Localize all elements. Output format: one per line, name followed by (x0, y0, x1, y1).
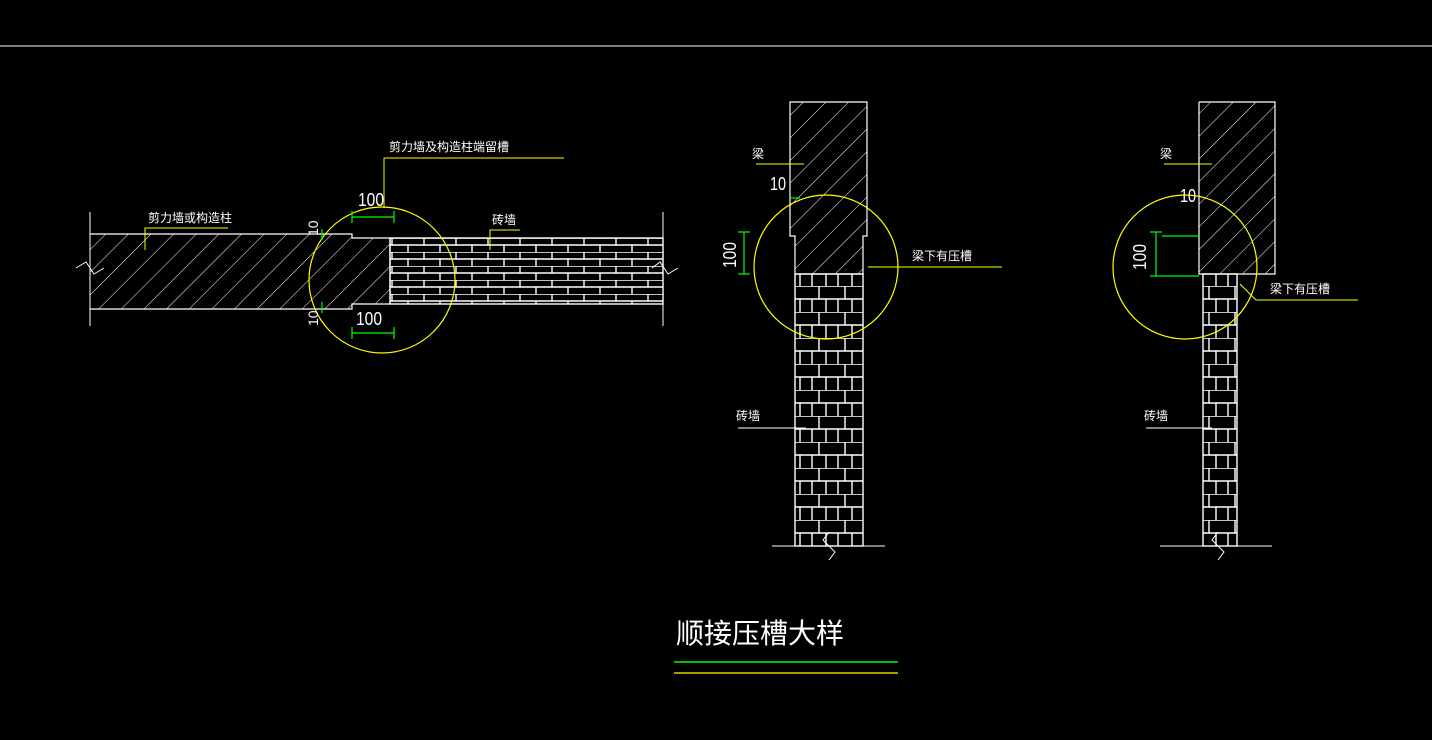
detail-1-leader-brick (489, 229, 520, 250)
detail-3-brick-wall (1202, 273, 1238, 547)
drawing-title: 顺接压槽大样 (676, 617, 844, 650)
detail-1-concrete-tongue (352, 238, 390, 304)
detail-1-break-symbol-right (651, 261, 679, 275)
detail-2-break-symbol (822, 531, 836, 561)
detail-2-label-beam: 梁 (752, 146, 764, 161)
detail-2-label-brick: 砖墙 (736, 408, 760, 423)
detail-3-dim-10-text: 10 (1180, 186, 1196, 206)
detail-1-dim-side-top-text: 10 (305, 220, 321, 236)
detail-2-dim-100-text: 100 (720, 242, 740, 268)
detail-3-detail-circle (1112, 194, 1258, 340)
detail-1-leader-column (144, 227, 228, 250)
detail-2-beam-section (790, 102, 867, 236)
detail-3-beam-section (1199, 102, 1275, 274)
detail-1-break-symbol-left (75, 261, 105, 275)
detail-1-detail-circle (308, 206, 456, 354)
detail-3-label-brick: 砖墙 (1144, 408, 1168, 423)
detail-2-beam-tongue (795, 236, 863, 274)
detail-3-label-groove: 梁下有压槽 (1270, 281, 1330, 296)
detail-3-label-beam: 梁 (1160, 146, 1172, 161)
detail-1-leader-groove (383, 157, 564, 208)
detail-1-label-brick: 砖墙 (492, 212, 516, 227)
detail-3-dim-100-text: 100 (1130, 244, 1150, 270)
detail-1-horizontal-joint: 剪力墙及构造柱端留槽 剪力墙或构造柱 砖墙 100 100 10 10 (75, 139, 679, 354)
detail-3-vertical-joint: 梁 梁下有压槽 砖墙 10 100 (1112, 101, 1358, 561)
detail-1-dim-bottom-text: 100 (356, 309, 382, 329)
drawing-title-block: 顺接压槽大样 (674, 617, 898, 674)
detail-1-label-column: 剪力墙或构造柱 (148, 210, 232, 225)
detail-1-dim-side-bottom-text: 10 (305, 310, 321, 326)
detail-1-dim-top-text: 100 (358, 190, 384, 210)
detail-3-leader-groove (1239, 283, 1358, 301)
detail-2-label-groove: 梁下有压槽 (912, 248, 972, 263)
detail-2-brick-wall (794, 273, 864, 547)
detail-2-dim-10-text: 10 (770, 174, 786, 194)
detail-1-label-groove: 剪力墙及构造柱端留槽 (389, 139, 509, 154)
detail-3-break-symbol (1211, 531, 1225, 561)
detail-2-vertical-joint: 梁 梁下有压槽 砖墙 10 100 (720, 101, 1002, 561)
detail-1-concrete-section (90, 234, 352, 309)
detail-1-brick-wall (389, 237, 664, 305)
